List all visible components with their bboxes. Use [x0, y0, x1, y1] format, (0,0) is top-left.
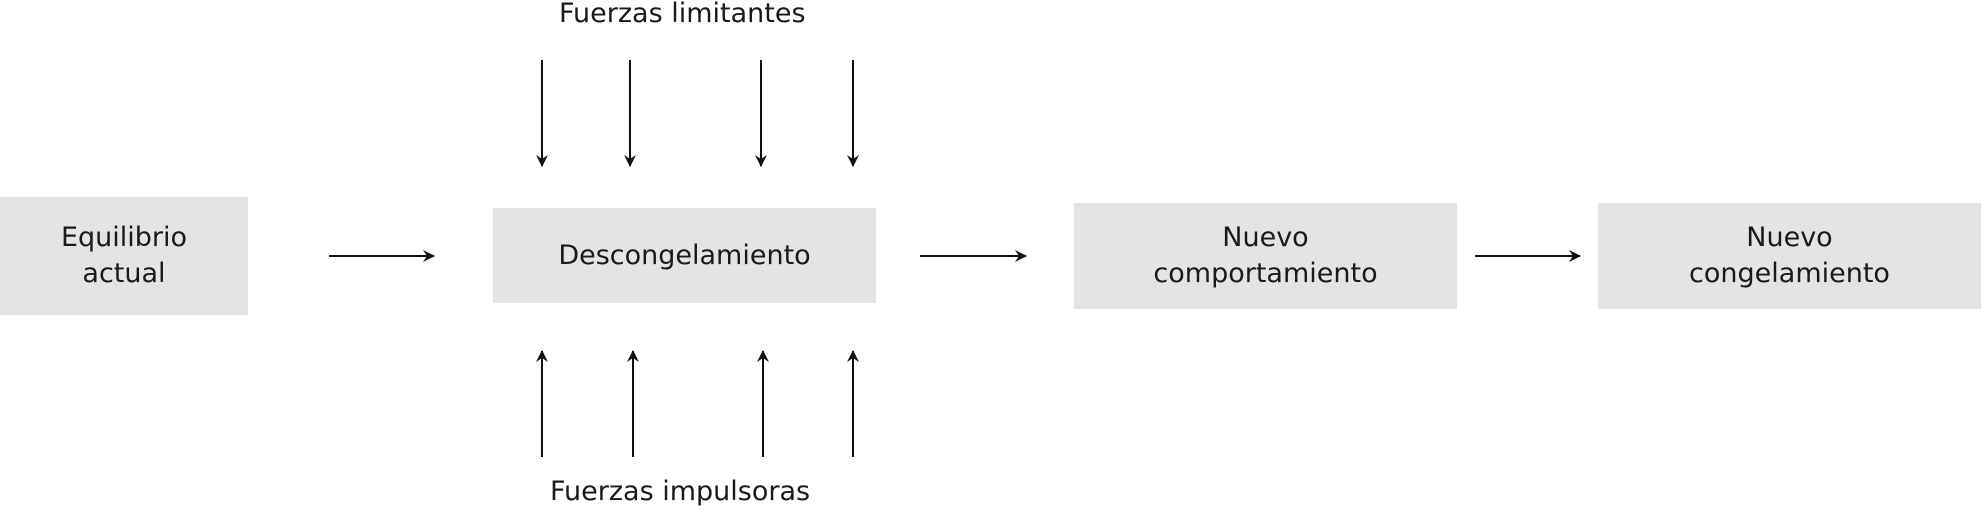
driving-forces-label: Fuerzas impulsoras — [550, 476, 811, 507]
unfreezing-box: Descongelamiento — [493, 208, 876, 303]
box-line: congelamiento — [1689, 258, 1890, 289]
restraining-forces-label: Fuerzas limitantes — [559, 0, 806, 29]
new-behavior-box: Nuevo comportamiento — [1074, 203, 1457, 309]
box-line: Descongelamiento — [558, 239, 811, 271]
refreezing-box: Nuevo congelamiento — [1598, 203, 1981, 309]
box-line: comportamiento — [1153, 258, 1378, 289]
box-line: Equilibrio — [60, 222, 188, 253]
box-line: Nuevo — [1222, 222, 1309, 253]
box-line: actual — [82, 258, 166, 289]
current-equilibrium-box: Equilibrio actual — [0, 197, 248, 315]
box-line: Nuevo — [1746, 222, 1833, 253]
